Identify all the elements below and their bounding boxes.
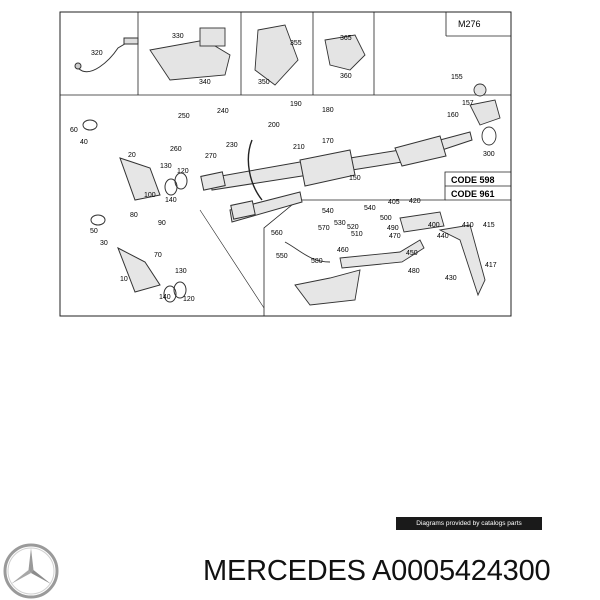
- svg-text:150: 150: [349, 175, 361, 182]
- svg-text:140: 140: [159, 294, 171, 301]
- svg-text:240: 240: [217, 108, 229, 115]
- svg-text:530: 530: [334, 220, 346, 227]
- svg-text:30: 30: [100, 240, 108, 247]
- svg-text:570: 570: [318, 225, 330, 232]
- svg-text:400: 400: [428, 222, 440, 229]
- svg-text:157: 157: [462, 100, 474, 107]
- svg-text:170: 170: [322, 138, 334, 145]
- svg-text:300: 300: [483, 151, 495, 158]
- svg-text:140: 140: [165, 197, 177, 204]
- svg-text:120: 120: [177, 168, 189, 175]
- svg-text:90: 90: [158, 220, 166, 227]
- svg-text:320: 320: [91, 50, 103, 57]
- bracket-drawings: [149, 24, 501, 146]
- exhaust-pipe-drawing: [82, 119, 473, 303]
- svg-text:415: 415: [483, 222, 495, 229]
- mercedes-star-icon: [3, 543, 59, 599]
- diagram-credit-label: Diagrams provided by catalogs parts: [396, 517, 542, 530]
- svg-text:250: 250: [178, 113, 190, 120]
- svg-text:520: 520: [347, 224, 359, 231]
- svg-text:490: 490: [387, 225, 399, 232]
- svg-text:410: 410: [462, 222, 474, 229]
- svg-text:540: 540: [322, 208, 334, 215]
- exhaust-system-diagram: M276 CODE 598 CODE 961: [59, 11, 512, 317]
- code-box-598: CODE 598: [451, 175, 495, 185]
- svg-text:540: 540: [364, 205, 376, 212]
- svg-text:40: 40: [80, 139, 88, 146]
- product-title: MERCEDES A0005424300: [203, 555, 551, 587]
- svg-text:430: 430: [445, 275, 457, 282]
- svg-text:50: 50: [90, 228, 98, 235]
- svg-text:260: 260: [170, 146, 182, 153]
- svg-text:20: 20: [128, 152, 136, 159]
- inset-parts-drawing: [284, 211, 486, 306]
- svg-text:560: 560: [271, 230, 283, 237]
- svg-text:210: 210: [293, 144, 305, 151]
- svg-text:120: 120: [183, 296, 195, 303]
- svg-text:440: 440: [437, 233, 449, 240]
- svg-text:60: 60: [70, 127, 78, 134]
- svg-text:460: 460: [337, 247, 349, 254]
- svg-text:130: 130: [175, 268, 187, 275]
- svg-text:100: 100: [144, 192, 156, 199]
- svg-text:580: 580: [311, 258, 323, 265]
- svg-text:350: 350: [258, 79, 270, 86]
- svg-text:160: 160: [447, 112, 459, 119]
- svg-text:480: 480: [408, 268, 420, 275]
- svg-text:417: 417: [485, 262, 497, 269]
- svg-text:190: 190: [290, 101, 302, 108]
- svg-text:230: 230: [226, 142, 238, 149]
- svg-text:200: 200: [268, 122, 280, 129]
- oxygen-sensor-drawing: [74, 37, 139, 73]
- model-code: M276: [458, 19, 481, 29]
- svg-text:10: 10: [120, 276, 128, 283]
- svg-text:180: 180: [322, 107, 334, 114]
- svg-text:365: 365: [340, 35, 352, 42]
- part-labels: 320 330 340 355 350 365 360 155 157 160 …: [70, 33, 497, 303]
- svg-text:355: 355: [290, 40, 302, 47]
- svg-text:470: 470: [389, 233, 401, 240]
- svg-text:450: 450: [406, 250, 418, 257]
- svg-text:330: 330: [172, 33, 184, 40]
- svg-text:550: 550: [276, 253, 288, 260]
- svg-text:360: 360: [340, 73, 352, 80]
- svg-text:70: 70: [154, 252, 162, 259]
- svg-text:130: 130: [160, 163, 172, 170]
- svg-text:270: 270: [205, 153, 217, 160]
- svg-text:80: 80: [130, 212, 138, 219]
- svg-text:340: 340: [199, 79, 211, 86]
- svg-text:500: 500: [380, 215, 392, 222]
- code-box-961: CODE 961: [451, 189, 495, 199]
- diagram-frame: [59, 11, 512, 317]
- svg-text:155: 155: [451, 74, 463, 81]
- svg-text:405: 405: [388, 199, 400, 206]
- svg-text:420: 420: [409, 198, 421, 205]
- svg-text:510: 510: [351, 231, 363, 238]
